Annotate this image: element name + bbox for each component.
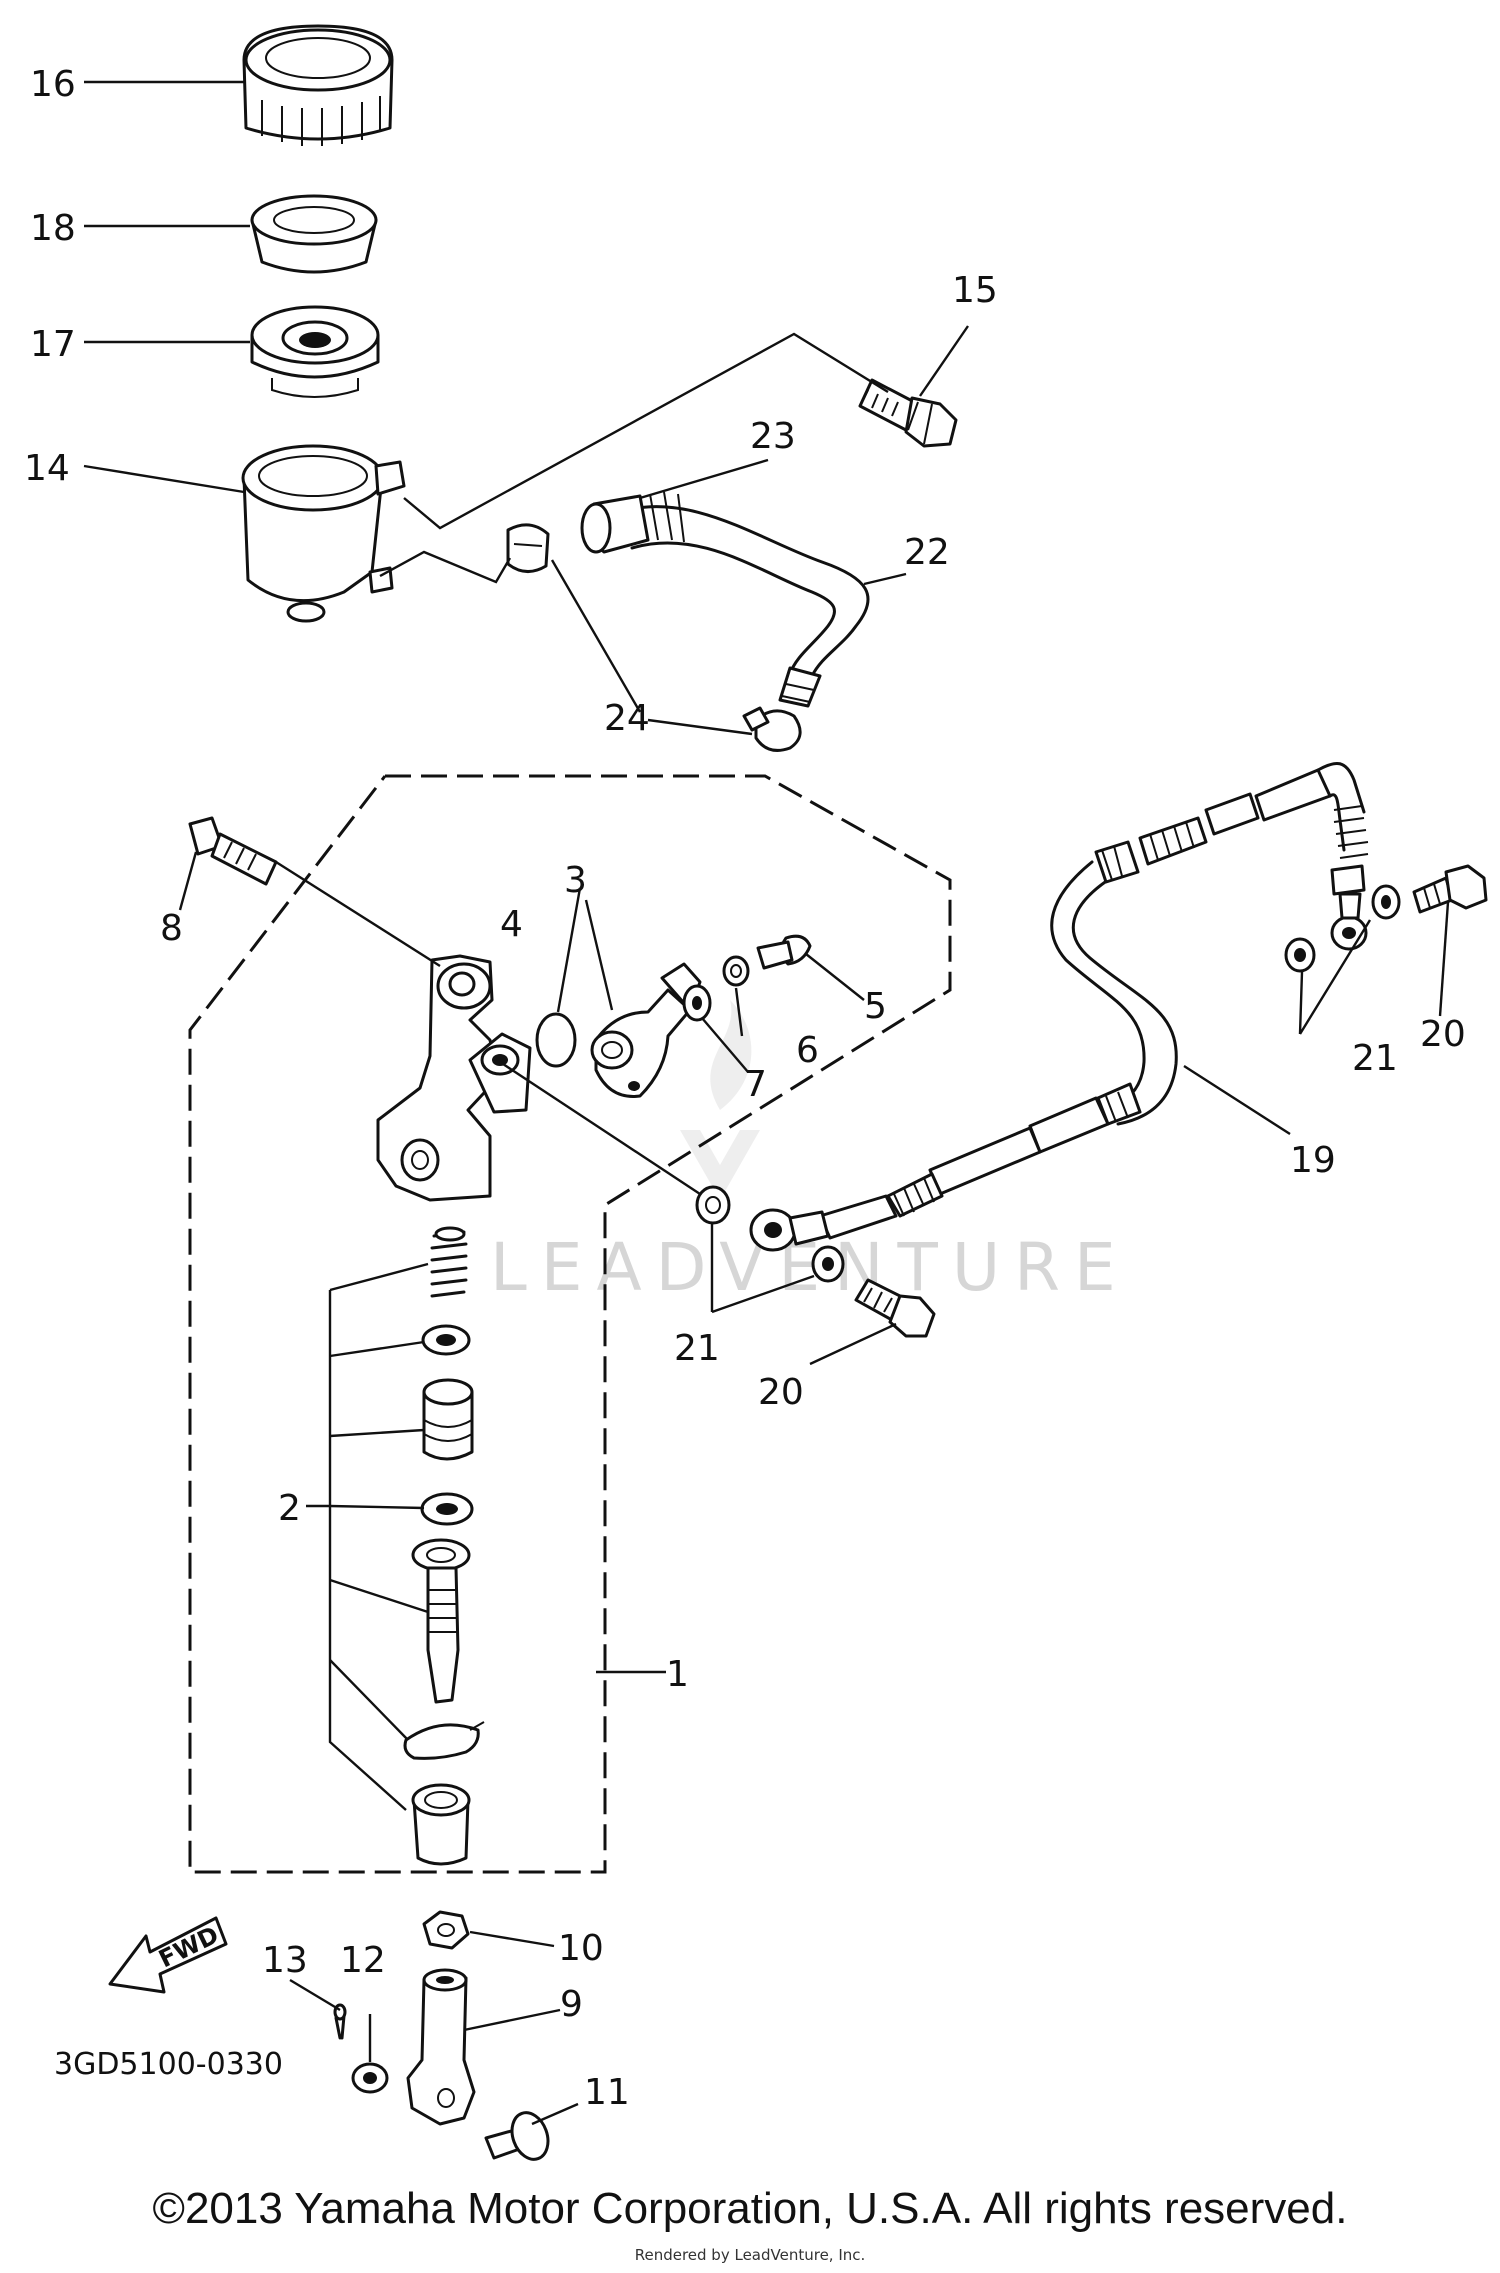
reservoir-cap-part	[242, 24, 394, 146]
clevis-part	[406, 1968, 476, 2126]
rendered-by-notice: Rendered by LeadVenture, Inc.	[634, 2246, 866, 2264]
diagram-code: 3GD5100-0330	[54, 2047, 283, 2082]
ref-20-lower: 20	[758, 1372, 804, 1413]
ref-18: 18	[30, 208, 76, 249]
ref-4: 4	[500, 904, 523, 945]
hose-joint-part	[590, 962, 702, 1098]
ref-15: 15	[952, 270, 998, 311]
ref-5: 5	[864, 986, 887, 1027]
reservoir-tank-part	[241, 444, 406, 623]
ref-19: 19	[1290, 1140, 1336, 1181]
ref-14: 14	[24, 448, 70, 489]
hose-clip-upper-part	[506, 523, 550, 573]
ref-2: 2	[278, 1488, 301, 1529]
fwd-arrow-icon: FWD	[108, 1916, 228, 1994]
ref-21-lower: 21	[674, 1328, 720, 1369]
union-bolt-upper-part	[1412, 864, 1488, 914]
ref-9: 9	[560, 1984, 583, 2025]
ref-21-upper: 21	[1352, 1038, 1398, 1079]
ref-23: 23	[750, 416, 796, 457]
ref-12: 12	[340, 1940, 386, 1981]
hose-clip-lower-part	[742, 706, 802, 752]
diaphragm-holder-part	[250, 194, 378, 274]
lock-washer-part	[722, 955, 750, 987]
copper-washer-lower-part	[695, 1185, 731, 1225]
copper-washer-lower-2-part	[811, 1245, 845, 1283]
nut-part	[422, 1910, 470, 1950]
plate-washer-part	[682, 984, 712, 1022]
screw-5-part	[756, 934, 812, 970]
bolt-15-part	[858, 378, 958, 448]
ref-7: 7	[744, 1064, 767, 1105]
diaphragm-part	[250, 305, 380, 398]
reservoir-hose-part	[580, 491, 870, 708]
copper-washer-upper-2-part	[1371, 884, 1401, 920]
bolt-8-part	[188, 816, 278, 886]
copyright-notice: ©2013 Yamaha Motor Corporation, U.S.A. A…	[152, 2184, 1348, 2233]
clevis-washer-part	[351, 2062, 389, 2094]
ref-13: 13	[262, 1940, 308, 1981]
fwd-label: FWD	[154, 1921, 223, 1974]
union-bolt-lower-part	[854, 1278, 936, 1338]
ref-6: 6	[796, 1030, 819, 1071]
brake-hose-part	[749, 761, 1369, 1252]
ref-10: 10	[558, 1928, 604, 1969]
clevis-pin-part	[484, 2111, 550, 2161]
reference-numbers: 16 18 17 14 15 23 22 24 8 3 4 5 6 7 21 2…	[24, 64, 1466, 2113]
ref-20-upper: 20	[1420, 1014, 1466, 1055]
ref-3: 3	[564, 860, 587, 901]
ref-1: 1	[666, 1654, 689, 1695]
leader-lines	[83, 80, 1450, 2126]
master-cylinder-body-part	[376, 954, 532, 1202]
ref-11: 11	[584, 2072, 630, 2113]
ref-22: 22	[904, 532, 950, 573]
ref-16: 16	[30, 64, 76, 105]
assembly-boundary	[188, 774, 952, 1874]
o-ring-part	[535, 1012, 577, 1068]
piston-kit-part	[403, 1226, 485, 1866]
ref-24: 24	[604, 698, 650, 739]
copper-washer-upper-part	[1284, 937, 1316, 973]
ref-17: 17	[30, 324, 76, 365]
ref-8: 8	[160, 908, 183, 949]
